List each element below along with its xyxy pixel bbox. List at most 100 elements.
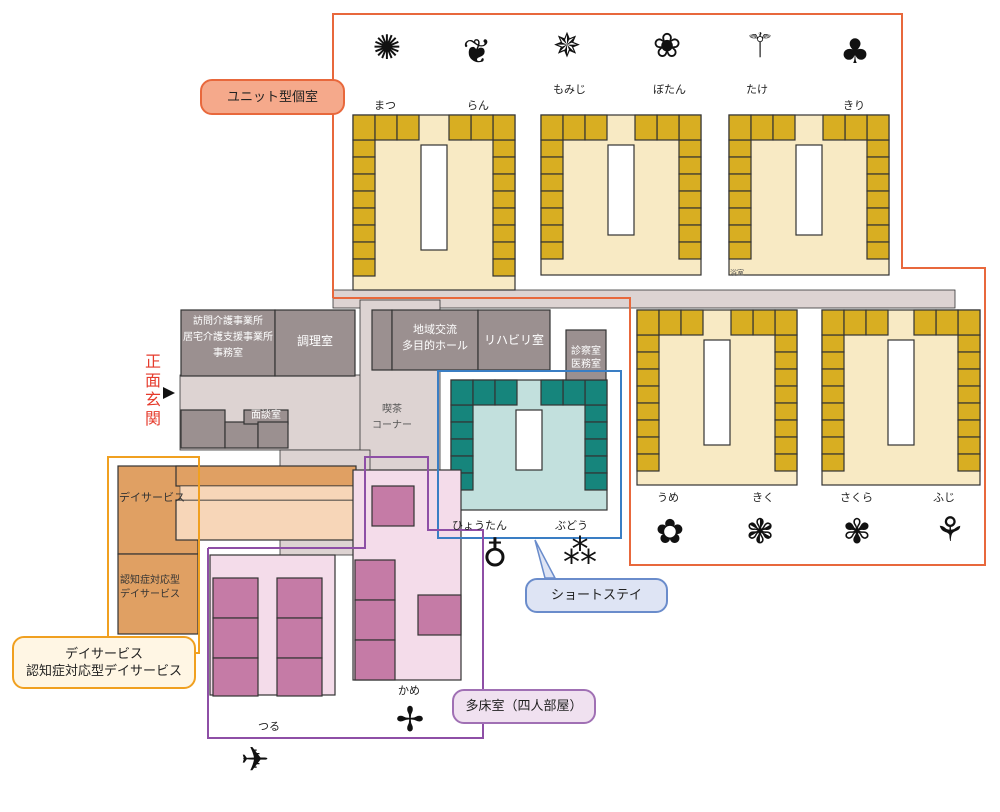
peony-emblem-icon: ❀	[652, 26, 682, 66]
unit-sakura-fuji-room	[821, 436, 845, 455]
unit-ume-kiku-room	[636, 334, 660, 353]
unit-matsu-ran-room	[352, 114, 376, 141]
orchid-emblem-icon: ❦	[462, 32, 492, 72]
unit-momiji-botan-room	[540, 114, 564, 141]
unit-sakura-fuji-room	[821, 309, 845, 336]
unit-sakura-fuji-room	[821, 351, 845, 370]
room-hall: 地域交流 多目的ホール	[392, 322, 478, 354]
clinic-label-2: 医務室	[571, 359, 601, 370]
unit-sakura-fuji-room	[821, 402, 845, 421]
room-hall	[391, 309, 479, 371]
unit-matsu-ran-room	[448, 114, 472, 141]
unit-take-kiri-room	[750, 114, 774, 141]
cherry-emblem-icon: ✾	[842, 512, 872, 552]
unit-matsu-ran-room	[492, 114, 516, 141]
unit-momiji-botan-room	[678, 156, 702, 175]
unit-momiji-botan-room	[540, 173, 564, 192]
unit-sakura-fuji-room	[957, 385, 981, 404]
multi-bed-outline	[207, 456, 484, 739]
unit-matsu-ran-room	[492, 139, 516, 158]
unit-label-tsuru: つる	[258, 720, 280, 733]
unit-sakura-fuji-room	[821, 368, 845, 387]
unit-take-kiri-room	[728, 241, 752, 260]
unit-label-ume: うめ	[657, 491, 679, 504]
cafe-label-1: 喫茶	[382, 404, 402, 415]
unit-short-stay-room	[450, 438, 474, 457]
unit-matsu-ran-room	[396, 114, 420, 141]
unit-matsu-ran-room	[492, 224, 516, 243]
unit-short-stay-room	[584, 421, 608, 440]
unit-matsu-ran-room	[374, 114, 398, 141]
room-interview: 面談室	[251, 410, 281, 421]
unit-label-matsu: まつ	[374, 99, 396, 112]
unit-sakura-fuji-room	[865, 309, 889, 336]
turtle-emblem-icon: ✢	[395, 700, 425, 740]
unit-momiji-botan-room	[678, 207, 702, 226]
unit-ume-kiku-room	[774, 453, 798, 472]
unit-matsu-ran-courtyard	[420, 144, 448, 251]
unit-ume-kiku-room	[730, 309, 754, 336]
unit-momiji-botan-room	[540, 207, 564, 226]
unit-matsu-ran-room	[352, 258, 376, 277]
unit-sakura-fuji-room	[913, 309, 937, 336]
unit-short-stay-room	[450, 404, 474, 423]
unit-ume-kiku-courtyard	[703, 339, 731, 446]
unit-sakura-fuji-room	[821, 385, 845, 404]
unit-sakura-fuji-room	[821, 419, 845, 438]
unit-ume-kiku-room	[636, 419, 660, 438]
unit-sakura-fuji-room	[957, 334, 981, 353]
cafe-label-2: コーナー	[372, 420, 412, 431]
unit-momiji-botan-room	[678, 139, 702, 158]
unit-ume-kiku-room	[636, 368, 660, 387]
unit-take-kiri-room	[772, 114, 796, 141]
unit-matsu-ran-room	[492, 207, 516, 226]
unit-ume-kiku-room	[774, 419, 798, 438]
unit-ume-kiku-room	[774, 351, 798, 370]
unit-ume-kiku-room	[774, 385, 798, 404]
short-stay-outline	[437, 370, 622, 539]
unit-take-kiri-room	[866, 190, 890, 209]
unit-momiji-botan-room	[540, 139, 564, 158]
bamboo-emblem-icon: ⚚	[744, 26, 776, 66]
hall-label-2: 多目的ホール	[402, 339, 468, 352]
unit-take-kiri-room	[728, 156, 752, 175]
pine-emblem-icon: ✺	[372, 28, 402, 68]
unit-momiji-botan-room	[540, 224, 564, 243]
unit-short-stay-courtyard	[515, 409, 543, 471]
paulownia-emblem-icon: ♣	[839, 32, 871, 72]
unit-matsu-ran-room	[492, 241, 516, 260]
unit-momiji-botan-room	[562, 114, 586, 141]
unit-matsu-ran-room	[352, 173, 376, 192]
unit-matsu-ran-room	[352, 224, 376, 243]
room-kitchen	[274, 309, 356, 377]
room-admin-a	[180, 409, 226, 449]
clinic-label-1: 診察室	[571, 346, 601, 357]
unit-sakura-fuji-courtyard	[887, 339, 915, 446]
unit-ume-kiku-room	[774, 334, 798, 353]
unit-ume-kiku-room	[636, 436, 660, 455]
unit-label-kiku: きく	[752, 491, 774, 504]
unit-take-kiri-room	[728, 139, 752, 158]
room-office: 訪問介護事業所 居宅介護支援事業所 事務室	[181, 314, 275, 362]
main-entrance-label: 正面玄関	[145, 352, 162, 428]
unit-label-kiri: きり	[843, 99, 865, 112]
day-service-corridor	[179, 485, 357, 501]
unit-label-momiji: もみじ	[553, 83, 586, 96]
unit-take-kiri-room	[822, 114, 846, 141]
bath-label: 浴室	[730, 269, 744, 277]
unit-short-stay-room	[494, 379, 518, 406]
unit-matsu-ran-room	[352, 139, 376, 158]
unit-sakura-fuji-room	[821, 453, 845, 472]
unit-short-stay-room	[584, 472, 608, 491]
room-rehab: リハビリ室	[483, 333, 544, 347]
unit-label-hyoutan: ひょうたん	[452, 519, 507, 532]
unit-sakura-fuji-room	[957, 309, 981, 336]
unit-take-kiri-room	[728, 224, 752, 243]
room-tsuru	[276, 577, 323, 619]
unit-short-stay-room	[584, 438, 608, 457]
unit-take-kiri-courtyard	[795, 144, 823, 236]
room-storage	[371, 309, 393, 371]
office-label-1: 訪問介護事業所	[193, 316, 263, 327]
unit-take-kiri-room	[866, 156, 890, 175]
unit-sakura-fuji-room	[821, 334, 845, 353]
